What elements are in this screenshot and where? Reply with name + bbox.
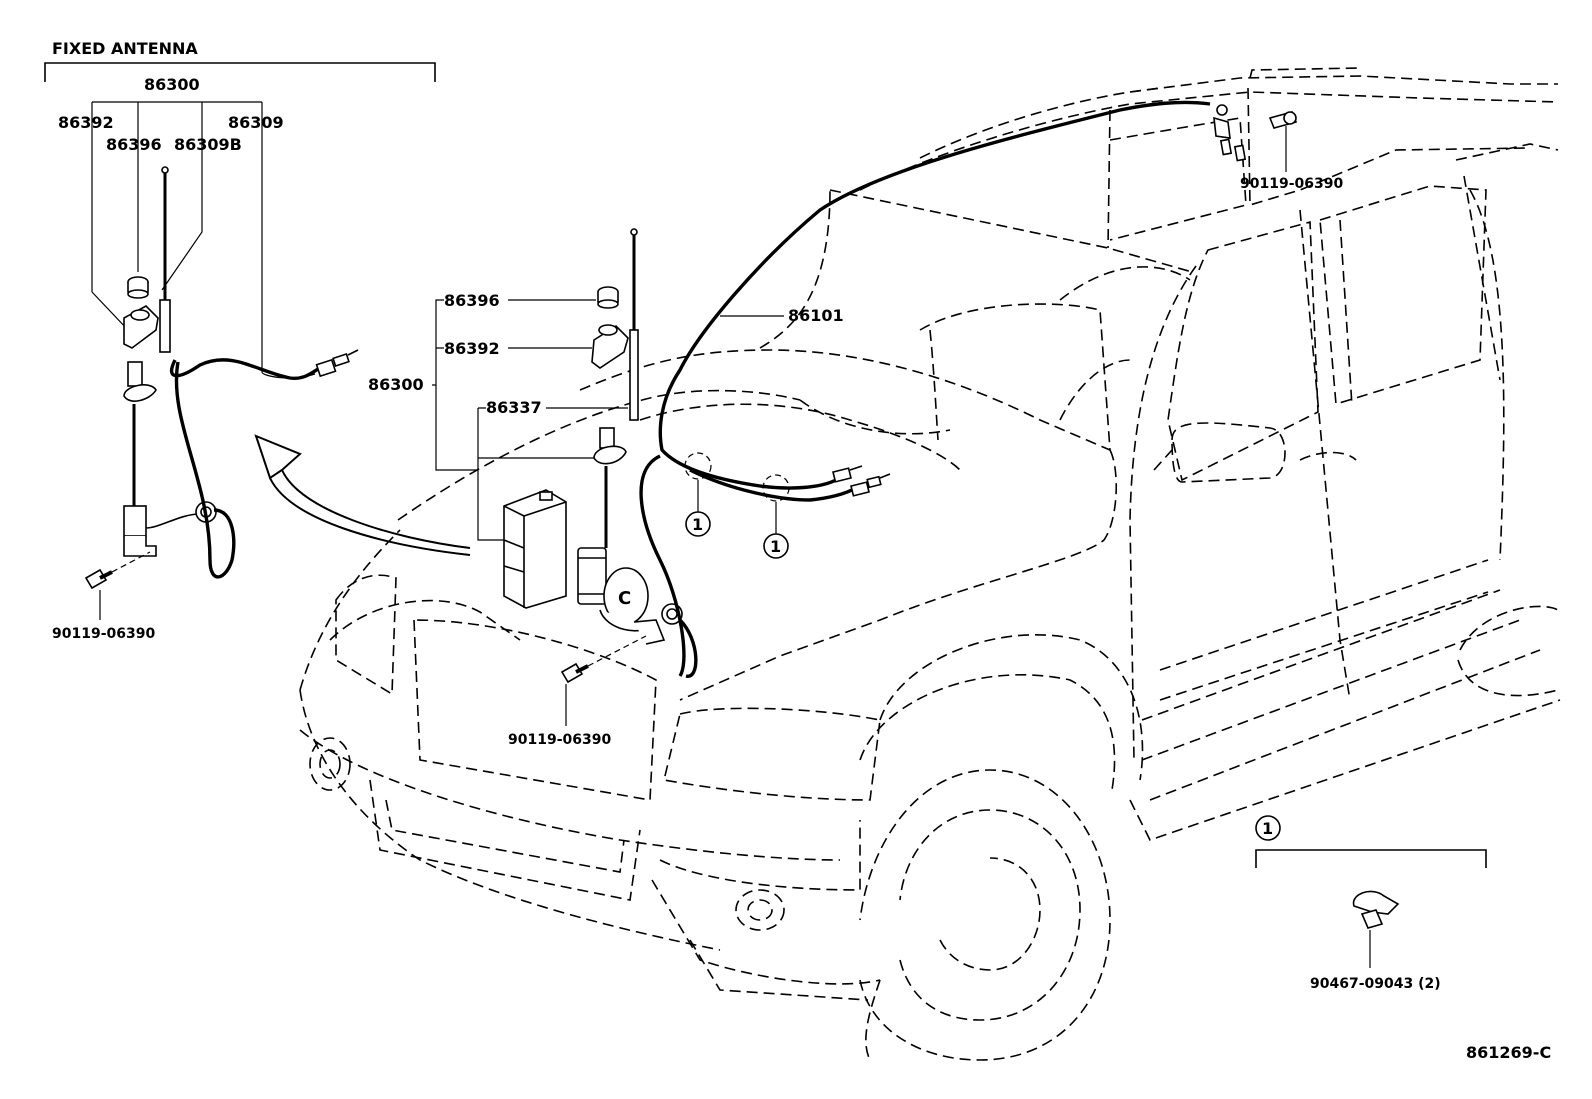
power-antenna-motor: C [577, 427, 683, 645]
power-antenna-mast [629, 228, 639, 421]
cable-clamp-part [1352, 890, 1400, 968]
label-90119-06390-center: 90119-06390 [508, 732, 611, 748]
fixed-antenna-bolt [84, 551, 151, 620]
label-86337: 86337 [486, 398, 542, 417]
clamp-detail-bracket [1255, 849, 1487, 868]
antenna-cable-86101: 86101 1 1 [658, 100, 1247, 559]
callout-1b [763, 533, 789, 559]
vehicle-outline [299, 67, 1561, 1061]
clamp-detail-group: 1 90467-09043 (2) [1255, 815, 1487, 992]
fixed-antenna-bracket [44, 62, 436, 82]
label-90119-06390-roof: 90119-06390 [1240, 176, 1343, 192]
label-90467-09043: 90467-09043 (2) [1310, 976, 1441, 992]
cable-roof-connector [1213, 104, 1247, 162]
label-86309b: 86309B [174, 135, 242, 154]
power-antenna-cable-end [678, 618, 698, 678]
fixed-antenna-base-pad [123, 305, 159, 349]
label-86392-fixed: 86392 [58, 113, 114, 132]
power-antenna-nut [597, 286, 619, 309]
label-90119-06390-left: 90119-06390 [52, 626, 155, 642]
clamp-location-1a [684, 452, 712, 480]
transfer-arrow [254, 434, 471, 556]
power-antenna-cable-loop [639, 454, 686, 677]
fixed-antenna-mast [159, 166, 171, 353]
leader-86337 [477, 407, 628, 541]
power-antenna-base-pad [591, 324, 629, 369]
clamp-detail-callout-number: 1 [1262, 819, 1273, 838]
figure-code: 861269-C [1466, 1043, 1551, 1062]
leader-86300-center [432, 299, 478, 471]
label-86300-fixed: 86300 [144, 75, 200, 94]
fixed-antenna-nut [127, 276, 149, 299]
clamp-detail-callout [1255, 815, 1281, 841]
clamp-location-1b [762, 474, 790, 502]
fixed-antenna-body-mount [123, 361, 217, 557]
fixed-antenna-group: FIXED ANTENNA 86300 86392 86396 86309B 8… [44, 39, 471, 642]
label-86396-fixed: 86396 [106, 135, 162, 154]
fixed-antenna-leader-tree [91, 101, 263, 372]
label-86396-center: 86396 [444, 291, 500, 310]
roof-bolt-group: 90119-06390 [1240, 111, 1343, 192]
callout-1a-number: 1 [692, 515, 703, 534]
label-86101: 86101 [788, 306, 844, 325]
label-86392-center: 86392 [444, 339, 500, 358]
label-86300-center: 86300 [368, 375, 424, 394]
power-antenna-group: 86396 86392 86300 86337 [368, 228, 698, 748]
power-antenna-bolt [560, 635, 647, 726]
svg-text:C: C [618, 588, 631, 609]
fixed-antenna-cable-upper [169, 358, 321, 381]
cable-connectors [832, 465, 891, 497]
fixed-antenna-title: FIXED ANTENNA [52, 39, 198, 58]
callout-1a [685, 511, 711, 537]
fixed-antenna-plug [315, 349, 359, 378]
fixed-antenna-cable-lower [174, 361, 236, 579]
label-86309: 86309 [228, 113, 284, 132]
callout-1b-number: 1 [770, 537, 781, 556]
antenna-relay-box [503, 489, 567, 609]
